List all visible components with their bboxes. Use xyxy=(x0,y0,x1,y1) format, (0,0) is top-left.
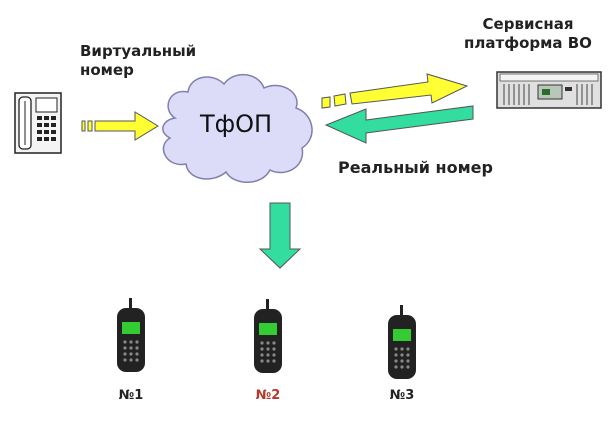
mobile-phone-icon xyxy=(388,305,416,379)
virtual-number-label: Виртуальный номер xyxy=(80,42,197,79)
mobile-phone-icon xyxy=(254,299,282,373)
real-number-label: Реальный номер xyxy=(338,158,493,177)
service-platform-label: Сервисная платформа ВО xyxy=(464,15,592,52)
real-number-arrow xyxy=(324,105,474,144)
virtual-number-arrow xyxy=(81,111,159,141)
cloud-label: ТфОП xyxy=(199,110,273,138)
phone-label-1: №1 xyxy=(118,388,144,403)
to-platform-arrow xyxy=(321,73,469,109)
phone-label-2: №2 xyxy=(255,388,281,403)
desk-phone-icon xyxy=(14,92,62,154)
pstn-cloud xyxy=(162,74,313,183)
server-icon xyxy=(496,71,602,109)
mobile-phone-icon xyxy=(117,298,145,372)
down-arrow xyxy=(258,202,302,269)
phone-label-3: №3 xyxy=(389,388,415,403)
